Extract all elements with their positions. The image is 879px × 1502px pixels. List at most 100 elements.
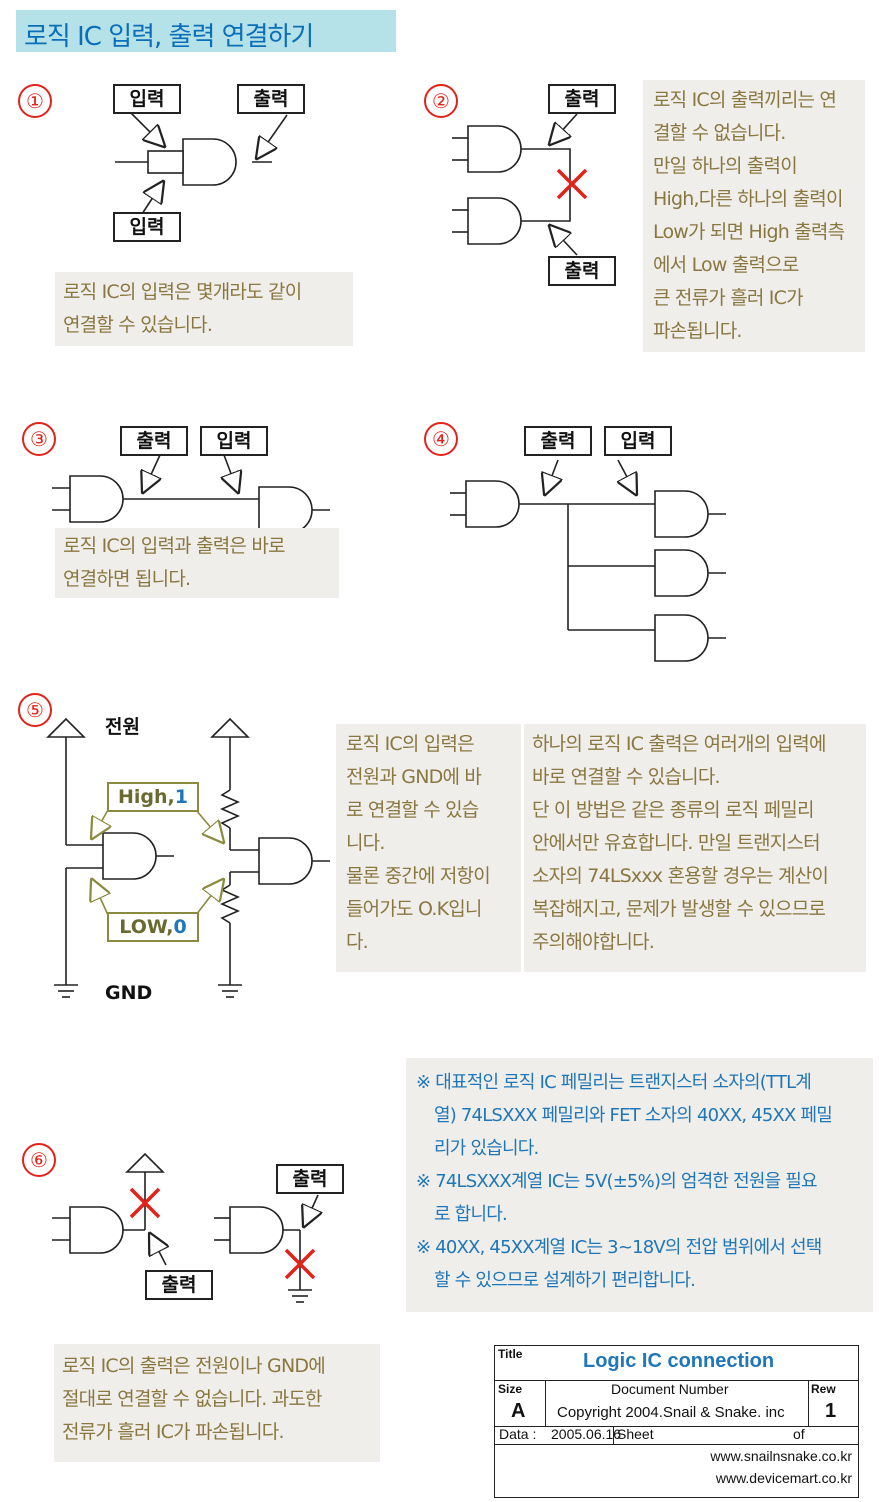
note-line: 절대로 연결할 수 없습니다. 과도한 xyxy=(62,1388,323,1410)
ground-icon xyxy=(218,984,242,998)
note-line: 연결하면 됩니다. xyxy=(63,568,191,590)
note-line: 안에서만 유효합니다. 만일 트랜지스터 xyxy=(532,832,821,854)
circuit-3 xyxy=(52,454,330,534)
note-line: ※ 40XX, 45XX계열 IC는 3~18V의 전압 범위에서 선택 xyxy=(416,1237,822,1258)
label-output: 출력 xyxy=(276,1164,344,1194)
date-value: 2005.06.16 xyxy=(551,1426,622,1442)
and-gate xyxy=(258,486,313,534)
note-5b: 하나의 로직 IC 출력은 여러개의 입력에 바로 연결할 수 있습니다. 단 … xyxy=(524,724,866,972)
cross-mark xyxy=(284,1248,316,1280)
note-line: 주의해야합니다. xyxy=(532,931,655,953)
docnum-label: Document Number xyxy=(611,1381,729,1397)
note-1: 로직 IC의 입력은 몇개라도 같이 연결할 수 있습니다. xyxy=(55,272,353,346)
date-label: Data : xyxy=(499,1426,537,1442)
and-gate xyxy=(467,197,522,245)
note-line: 파손됩니다. xyxy=(653,320,742,342)
cross-mark xyxy=(129,1187,161,1219)
label-output: 출력 xyxy=(524,426,592,456)
note-line: 물론 중간에 저항이 xyxy=(346,865,491,887)
rev-label: Rew xyxy=(811,1382,836,1396)
note-line: 열) 74LSXXX 페밀리와 FET 소자의 40XX, 45XX 페밀 xyxy=(434,1105,833,1126)
note-line: High,다른 하나의 출력이 xyxy=(653,188,843,210)
note-line: ※ 74LSXXX계열 IC는 5V(±5%)의 엄격한 전원을 필요 xyxy=(416,1171,818,1192)
note-line: 리가 있습니다. xyxy=(434,1138,539,1159)
and-gate xyxy=(69,1206,124,1254)
circuit-1 xyxy=(115,111,288,215)
note-line: 전류가 흘러 IC가 파손됩니다. xyxy=(62,1421,285,1443)
note-line: 로직 IC의 입력과 출력은 바로 xyxy=(63,535,286,557)
note-line: 로직 IC의 입력은 몇개라도 같이 xyxy=(63,281,302,303)
high-label: High,1 xyxy=(107,782,199,812)
cross-mark xyxy=(556,168,588,200)
high-label-value: 1 xyxy=(174,786,188,808)
note-line: 다. xyxy=(346,931,369,953)
section-number-5: ⑤ xyxy=(18,693,52,727)
label-input: 입력 xyxy=(604,426,672,456)
label-output: 출력 xyxy=(237,84,305,114)
title-bar: 로직 IC 입력, 출력 연결하기 xyxy=(16,10,396,52)
label-input: 입력 xyxy=(113,212,181,242)
note-line: 큰 전류가 흘러 IC가 xyxy=(653,287,804,309)
note-line: 니다. xyxy=(346,832,385,854)
note-2: 로직 IC의 출력끼리는 연 결할 수 없습니다. 만일 하나의 출력이 Hig… xyxy=(643,80,865,352)
note-line: 전원과 GND에 바 xyxy=(346,766,482,788)
and-gate xyxy=(654,490,709,538)
label-output: 출력 xyxy=(548,256,616,286)
note-line: 소자의 74LSxxx 혼용할 경우는 계산이 xyxy=(532,865,829,887)
note-line: 로직 IC의 입력은 xyxy=(346,733,475,755)
power-label: 전원 xyxy=(105,716,140,738)
section-number-6: ⑥ xyxy=(22,1143,56,1177)
note-line: 단 이 방법은 같은 종류의 로직 페밀리 xyxy=(532,799,814,821)
note-line: 에서 Low 출력으로 xyxy=(653,254,799,276)
note-line: 로 합니다. xyxy=(434,1204,508,1225)
low-label-text: LOW, xyxy=(119,916,174,938)
note-line: 하나의 로직 IC 출력은 여러개의 입력에 xyxy=(532,733,826,755)
note-3: 로직 IC의 입력과 출력은 바로 연결하면 됩니다. xyxy=(55,528,339,598)
note-5a: 로직 IC의 입력은 전원과 GND에 바 로 연결할 수 있습 니다. 물론 … xyxy=(336,724,521,972)
size-value: A xyxy=(511,1400,526,1422)
and-gate xyxy=(258,837,313,885)
of-label: of xyxy=(793,1426,805,1442)
ground-icon xyxy=(54,984,78,998)
section-number-1: ① xyxy=(18,84,52,118)
and-gate xyxy=(467,125,522,173)
label-output: 출력 xyxy=(548,84,616,114)
copyright-text: Copyright 2004.Snail & Snake. inc xyxy=(557,1404,785,1421)
note-line: 로직 IC의 출력끼리는 연 xyxy=(653,89,837,111)
diagram-title: Logic IC connection xyxy=(583,1350,775,1372)
label-output: 출력 xyxy=(145,1270,213,1300)
note-6: 로직 IC의 출력은 전원이나 GND에 절대로 연결할 수 없습니다. 과도한… xyxy=(54,1344,380,1462)
page-title: 로직 IC 입력, 출력 연결하기 xyxy=(24,22,314,52)
and-gate xyxy=(182,138,237,186)
label-input: 입력 xyxy=(200,426,268,456)
note-line: 들어가도 O.K입니 xyxy=(346,898,482,920)
circuit-2 xyxy=(452,113,588,256)
section-number-3: ③ xyxy=(22,422,56,456)
and-gate xyxy=(102,832,157,880)
rev-value: 1 xyxy=(825,1400,837,1422)
note-line: 복잡해지고, 문제가 발생할 수 있으므로 xyxy=(532,898,826,920)
low-label: LOW,0 xyxy=(107,912,199,942)
website-link[interactable]: www.devicemart.co.kr xyxy=(715,1470,852,1486)
note-line: 만일 하나의 출력이 xyxy=(653,155,798,177)
circuit-5 xyxy=(46,717,330,998)
ground-icon xyxy=(288,1289,312,1303)
title-label: Title xyxy=(498,1347,523,1361)
and-gate xyxy=(654,614,709,662)
sheet-label: Sheet xyxy=(617,1426,654,1442)
and-gate xyxy=(69,475,124,523)
note-line: 로직 IC의 출력은 전원이나 GND에 xyxy=(62,1355,326,1377)
section-number-4: ④ xyxy=(424,422,458,456)
note-line: 결할 수 없습니다. xyxy=(653,122,786,144)
section-number-2: ② xyxy=(424,84,458,118)
website-link[interactable]: www.snailnsnake.co.kr xyxy=(710,1448,852,1464)
circuit-4 xyxy=(450,459,726,662)
size-label: Size xyxy=(498,1382,523,1396)
note-line: Low가 되면 High 출력측 xyxy=(653,221,845,243)
high-label-text: High, xyxy=(118,786,175,808)
note-line: 연결할 수 있습니다. xyxy=(63,314,213,336)
note-6-families: ※ 대표적인 로직 IC 페밀리는 트랜지스터 소자의(TTL계 열) 74LS… xyxy=(406,1058,873,1312)
gnd-label: GND xyxy=(105,982,153,1004)
title-block: Title Logic IC connection Size A Documen… xyxy=(494,1345,859,1498)
